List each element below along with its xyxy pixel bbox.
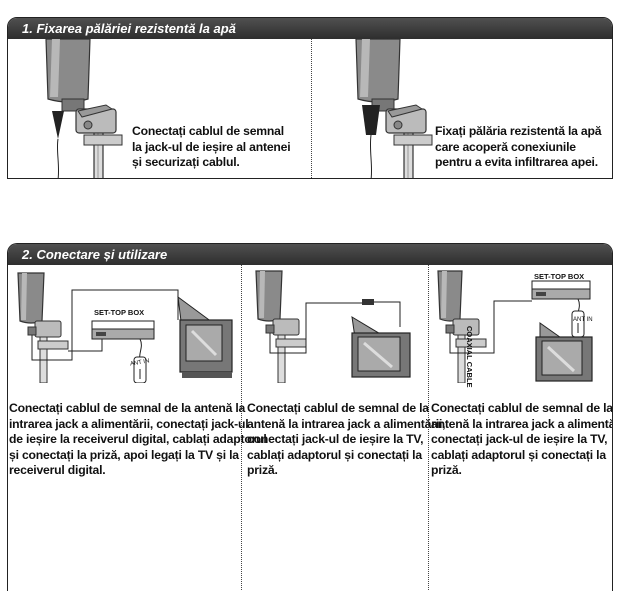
section-connect-and-use: 2. Conectare și utilizare SET-TOP BOX AN…	[7, 243, 613, 591]
section2-divider-1	[241, 265, 242, 591]
step-connect-signal-cable: Conectați cablul de semnal la jack-ul de…	[132, 124, 291, 169]
step-connect-2: Conectați cablul de semnal de la antenă …	[247, 401, 446, 477]
setup-antenna-tv-illustration	[255, 270, 411, 383]
label-ant-in-3: ANT IN	[573, 317, 593, 323]
step-connect-3: Conectați cablul de semnal de la antenă …	[431, 401, 613, 477]
step-fix-waterproof-cap: Fixați pălăria rezistentă la apă care ac…	[435, 124, 602, 169]
setup-coaxial-set-top-box-illustration	[437, 270, 593, 383]
step-connect-1: Conectați cablul de semnal de la antenă …	[9, 401, 267, 477]
section-title-connect-and-use: 2. Conectare și utilizare	[8, 244, 612, 265]
section-waterproof-cap: 1. Fixarea pălăriei rezistentă la apă Co…	[7, 17, 613, 179]
section2-divider-2	[428, 265, 429, 591]
antenna-cap-illustration	[355, 39, 433, 178]
label-coaxial-cable: COAXIAL CABLE	[465, 326, 474, 388]
antenna-cable-illustration	[45, 39, 123, 178]
section-title-waterproof-cap: 1. Fixarea pălăriei rezistentă la apă	[8, 18, 612, 39]
section1-divider	[311, 39, 312, 178]
setup-with-set-top-box-illustration	[17, 272, 233, 383]
label-set-top-box-1: SET-TOP BOX	[94, 308, 145, 317]
label-set-top-box-3: SET-TOP BOX	[534, 272, 585, 281]
